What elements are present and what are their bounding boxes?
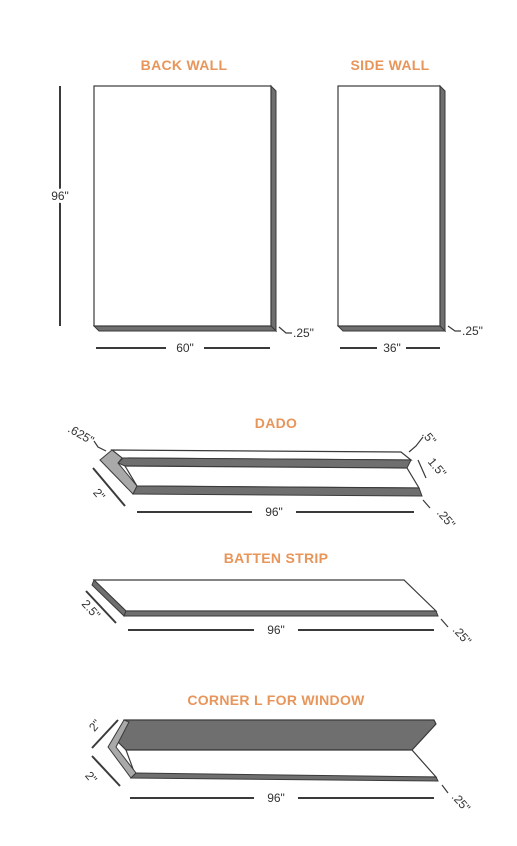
dado-thickness-leader bbox=[422, 499, 431, 509]
back-wall-title: BACK WALL bbox=[141, 57, 228, 73]
side-wall-thickness-leader bbox=[447, 325, 461, 332]
dado-groove bbox=[117, 457, 412, 469]
dado-title: DADO bbox=[255, 415, 297, 431]
back-wall-side-edge bbox=[270, 84, 277, 333]
corner-l-top-leg bbox=[117, 719, 437, 751]
batten-strip-title: BATTEN STRIP bbox=[224, 550, 328, 566]
side-wall-thickness-label: .25" bbox=[462, 324, 483, 338]
batten-strip-group: BATTEN STRIP 2.5" 96" .25" bbox=[79, 550, 474, 648]
dado-width-label: 1.5" bbox=[425, 455, 449, 480]
corner-l-thickness-label: .25" bbox=[449, 790, 473, 815]
back-wall-group: BACK WALL 96" 60" .25" bbox=[48, 57, 314, 355]
side-wall-width-label: 36" bbox=[383, 341, 401, 355]
corner-l-bottom-leg-label: 2" bbox=[82, 769, 100, 786]
dado-groove-depth-leader bbox=[93, 440, 107, 452]
back-wall-thickness-leader bbox=[278, 326, 292, 334]
batten-strip-length-label: 96" bbox=[267, 623, 285, 637]
dado-groove-width-label: .5" bbox=[419, 427, 439, 447]
back-wall-thickness-label: .25" bbox=[293, 326, 314, 340]
corner-l-length-label: 96" bbox=[267, 791, 285, 805]
dado-thickness-label: .25" bbox=[434, 506, 458, 531]
back-wall-panel bbox=[93, 85, 272, 327]
corner-l-bottom-leg bbox=[125, 749, 438, 778]
dado-groove-depth-label: .625" bbox=[66, 422, 97, 448]
dado-depth-dimension-line bbox=[92, 467, 126, 507]
corner-l-top-leg-dimension-line bbox=[91, 719, 119, 749]
corner-l-top-leg-label: 2" bbox=[86, 717, 104, 734]
back-wall-bottom-edge bbox=[92, 325, 278, 332]
side-wall-panel bbox=[337, 85, 441, 327]
side-wall-side-edge bbox=[439, 84, 446, 333]
side-wall-title: SIDE WALL bbox=[351, 57, 430, 73]
batten-strip-depth-label: 2.5" bbox=[79, 597, 103, 622]
side-wall-bottom-edge bbox=[336, 325, 447, 332]
batten-strip-depth-dimension-line bbox=[85, 590, 117, 624]
dado-depth-label: 2" bbox=[90, 486, 108, 503]
corner-l-bottom-leg-dimension-line bbox=[91, 755, 121, 787]
corner-l-thickness-leader bbox=[441, 784, 449, 794]
side-wall-group: SIDE WALL 36" .25" bbox=[336, 57, 483, 355]
dado-bottom-face bbox=[123, 465, 421, 489]
back-wall-height-label: 96" bbox=[51, 189, 69, 203]
dado-front-edge bbox=[132, 485, 423, 497]
batten-strip-thickness-leader bbox=[440, 618, 449, 628]
batten-strip-thickness-label: .25" bbox=[450, 623, 474, 648]
corner-l-group: CORNER L FOR WINDOW 2" 2" 96" .25" bbox=[82, 692, 473, 815]
batten-strip-top-face bbox=[92, 579, 438, 612]
back-wall-width-label: 60" bbox=[176, 341, 194, 355]
batten-strip-front-edge bbox=[123, 610, 439, 617]
corner-l-title: CORNER L FOR WINDOW bbox=[187, 692, 365, 708]
dado-length-label: 96" bbox=[265, 505, 283, 519]
dado-group: DADO .625" 2" 96" .5" 1.5" .25" bbox=[66, 415, 459, 531]
corner-l-front-edge bbox=[129, 772, 439, 782]
dado-width-dimension-line bbox=[417, 459, 427, 479]
dado-groove-width-leader bbox=[408, 436, 424, 453]
